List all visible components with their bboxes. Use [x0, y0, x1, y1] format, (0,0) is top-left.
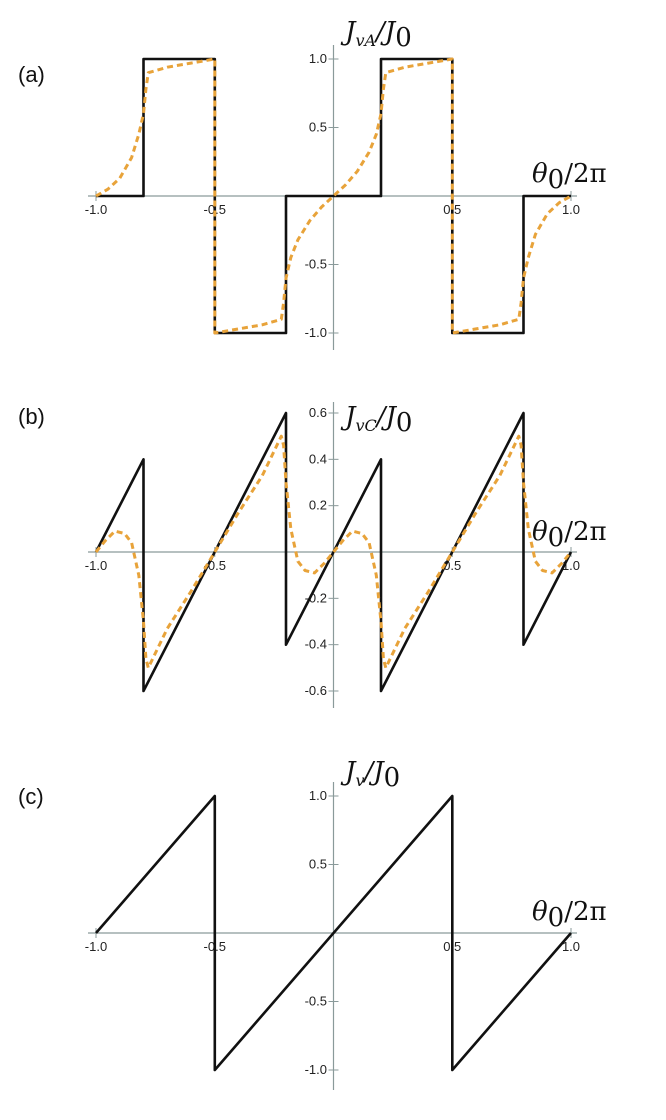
solid-series-line: [96, 57, 571, 335]
y-tick-label: -0.4: [305, 637, 327, 652]
y-tick-label: 0.4: [309, 451, 327, 466]
y-tick-label: -0.6: [305, 683, 327, 698]
y-tick-label: 1.0: [309, 51, 327, 66]
y-tick-label: 0.5: [309, 857, 327, 872]
x-axis-title: θ0/2π: [532, 517, 607, 553]
x-tick-label: -1.0: [85, 202, 107, 217]
y-tick-label: -1.0: [305, 1062, 327, 1077]
x-axis-title: θ0/2π: [532, 897, 607, 933]
y-axis-title: Jv/J0: [340, 757, 400, 793]
x-tick-label: -1.0: [85, 558, 107, 573]
x-axis-title: θ0/2π: [532, 159, 607, 195]
x-tick-label: 1.0: [562, 939, 580, 954]
y-axis-title: JvA/J0: [340, 17, 412, 53]
y-tick-label: 0.6: [309, 405, 327, 420]
y-axis-title: JvC/J0: [340, 402, 412, 438]
y-tick-label: -0.2: [305, 590, 327, 605]
x-tick-label: -1.0: [85, 939, 107, 954]
y-tick-label: -0.5: [305, 994, 327, 1009]
panel-label: (b): [18, 404, 45, 429]
y-tick-label: -1.0: [305, 325, 327, 340]
panel-label: (c): [18, 784, 44, 809]
panel-label: (a): [18, 62, 45, 87]
solid-series-line: [94, 411, 573, 693]
y-tick-label: 1.0: [309, 788, 327, 803]
x-tick-label: 1.0: [562, 202, 580, 217]
dashed-series-line: [95, 57, 572, 335]
solid-series-line: [95, 794, 572, 1072]
y-tick-label: 0.5: [309, 120, 327, 135]
y-tick-label: 0.2: [309, 498, 327, 513]
y-tick-label: -0.5: [305, 257, 327, 272]
